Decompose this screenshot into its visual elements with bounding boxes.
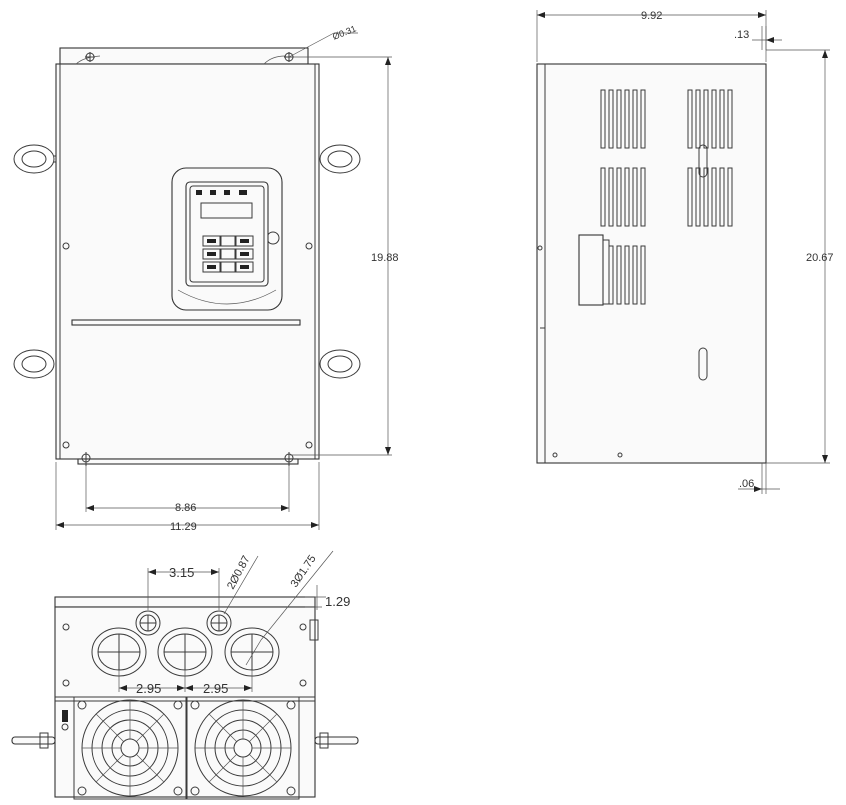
vent-slot [727,89,733,149]
vent-slot [640,245,646,305]
fan-screw [77,700,87,710]
fan-screw [77,786,87,796]
fan-guard-spoke [95,754,124,783]
small-conduit-hole-right [206,610,232,636]
vent-slot [703,167,709,227]
cover-split [71,319,301,326]
large-conduit-hole-center [157,627,213,677]
vent-slot [624,245,630,305]
vent-slot [640,167,646,227]
fan-screw [190,700,200,710]
dim-side-bottom-offset: .06 [739,478,754,490]
dim-front-height: 19.88 [371,252,399,264]
lifting-ring-top-left [13,144,56,174]
vent-slot [624,167,630,227]
cooling-fan-right [186,696,300,800]
dim-side-depth: 9.92 [641,10,662,22]
vent-slot [695,167,701,227]
vent-slot [616,89,622,149]
fan-screw [173,700,183,710]
vent-slot [632,245,638,305]
keypad [185,181,269,287]
small-conduit-hole-left [135,610,161,636]
fan-frame [186,696,300,800]
ground-terminal [61,710,69,731]
vent-slot [608,167,614,227]
vent-slot [695,89,701,149]
vent-slot [600,167,606,227]
dim-side-top-offset: .13 [734,29,749,41]
lifting-ring-bottom-right [319,349,361,379]
vent-slot [608,89,614,149]
fan-screw [190,786,200,796]
side-vents [600,89,733,305]
front-bottom-strip [77,458,299,465]
dim-front-overall-width: 11.29 [170,521,197,533]
dim-side-overall-height: 20.67 [806,252,834,264]
front-view: Ø0.31 19.88 8.86 11.29 [13,23,399,533]
vent-slot [600,89,606,149]
fan-guard-spoke [136,713,165,742]
lifting-ring-bottom-left [13,349,55,379]
keypad-display [200,202,253,219]
dim-bottom-large-holes: 3Ø1.75 [289,553,319,590]
vent-slot [632,167,638,227]
dim-bottom-large-spacing-right: 2.95 [203,681,228,696]
vent-slot [719,89,725,149]
fan-guard-spoke [136,754,165,783]
bottom-top-lip [54,596,316,608]
vent-slot [719,167,725,227]
vent-slot [687,89,693,149]
fan-screw [286,700,296,710]
vent-slot [711,167,717,227]
vent-slot [687,167,693,227]
dim-bottom-small-spacing: 3.15 [169,565,194,580]
vent-slot [711,89,717,149]
lifting-ring-top-right [319,144,361,174]
large-conduit-hole-right [224,627,280,677]
side-handle-slot-lower [698,347,708,381]
fan-guard-spoke [249,713,278,742]
bottom-mount-slot-left [81,452,91,466]
dim-bottom-flange: 1.29 [325,594,350,609]
large-conduit-hole-left [91,627,147,677]
fan-guard-spoke [95,713,124,742]
vent-slot [727,167,733,227]
dim-front-mount-width: 8.86 [175,502,196,514]
fan-screw [286,786,296,796]
dim-front-hole-dia: Ø0.31 [331,23,357,41]
side-bracket [578,234,604,306]
vent-slot [624,89,630,149]
mount-rod-left [11,732,56,749]
vent-slot [703,89,709,149]
bottom-view: 3.15 2Ø0.87 3Ø1.75 1.29 2.95 2.95 [11,550,359,800]
fan-frame [73,696,187,800]
fan-guard-spoke [208,713,237,742]
bottom-mount-slot-right [284,452,294,466]
fan-screw [173,786,183,796]
vent-slot [640,89,646,149]
mount-rod-right [314,732,359,749]
vent-slot [616,167,622,227]
side-handle-slot-upper [698,144,708,178]
fan-guard-spoke [249,754,278,783]
dim-bottom-large-spacing-left: 2.95 [136,681,161,696]
cooling-fan-left [73,696,187,800]
vent-slot [616,245,622,305]
side-view: 9.92 .13 20.67 .06 [536,10,834,494]
vent-slot [632,89,638,149]
fan-guard-spoke [208,754,237,783]
